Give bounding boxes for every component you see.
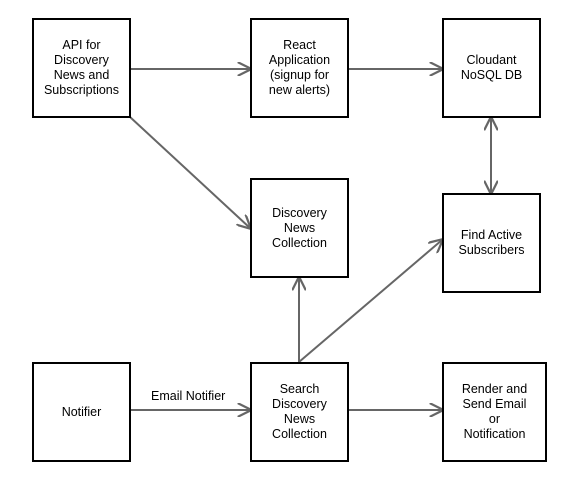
email-notifier-label: Email Notifier [151, 389, 226, 403]
cloudant-db-node: Cloudant NoSQL DB [442, 18, 541, 118]
edge-api-to-discovery-collection [129, 116, 250, 228]
search-collection-node-label: Search Discovery News Collection [272, 382, 327, 441]
discovery-collection-node-label: Discovery News Collection [272, 205, 327, 250]
edge-search-to-find-subscribers [298, 240, 442, 363]
render-send-node-label: Render and Send Email or Notification [461, 382, 528, 441]
find-subscribers-node-label: Find Active Subscribers [458, 228, 525, 257]
react-app-node-label: React Application (signup for new alerts… [268, 38, 331, 97]
api-node-label: API for Discovery News and Subscriptions [43, 38, 120, 97]
cloudant-db-node-label: Cloudant NoSQL DB [460, 53, 523, 82]
notifier-node-label: Notifier [61, 404, 102, 419]
render-send-node: Render and Send Email or Notification [442, 362, 547, 462]
discovery-collection-node: Discovery News Collection [250, 178, 349, 278]
notifier-node: Notifier [32, 362, 131, 462]
api-node: API for Discovery News and Subscriptions [32, 18, 131, 118]
react-app-node: React Application (signup for new alerts… [250, 18, 349, 118]
find-subscribers-node: Find Active Subscribers [442, 193, 541, 293]
search-collection-node: Search Discovery News Collection [250, 362, 349, 462]
